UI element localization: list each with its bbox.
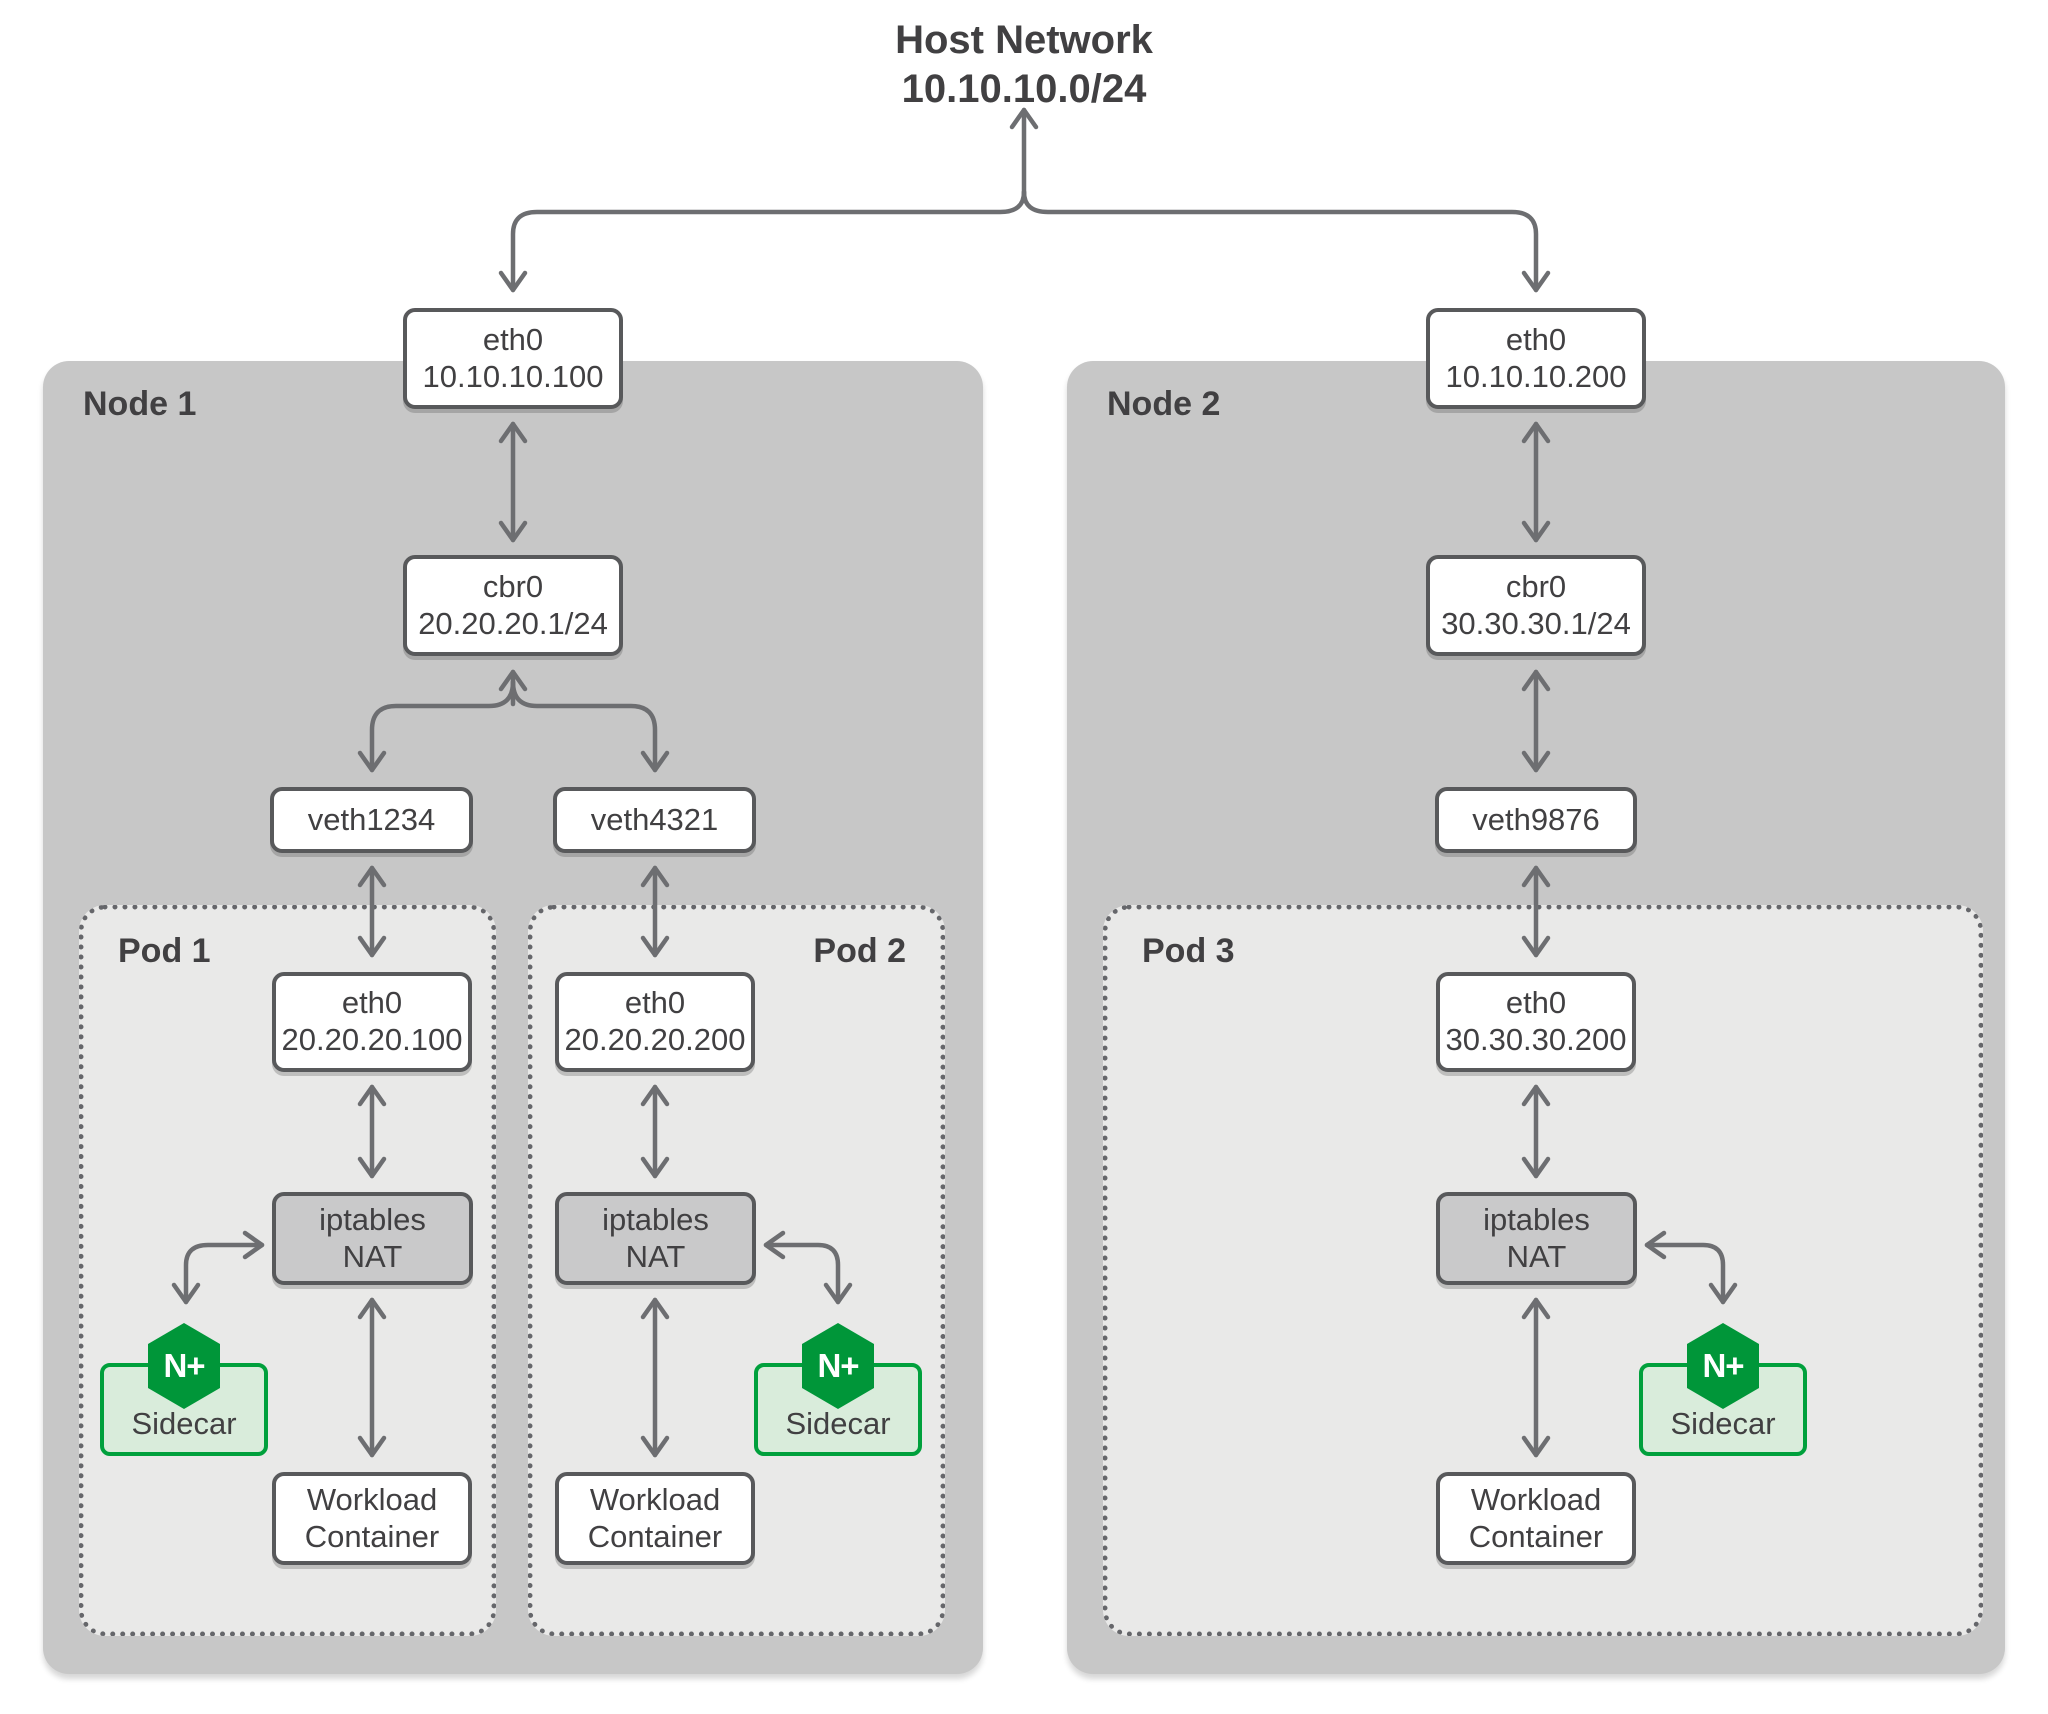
pod2-label: Pod 2 [813, 932, 906, 970]
nginx-plus-icon: N+ [148, 1323, 220, 1409]
nat-line1: iptables [1483, 1201, 1590, 1237]
interface-ip: 10.10.10.200 [1445, 358, 1627, 394]
veth-name: veth9876 [1472, 801, 1600, 837]
interface-name: eth0 [624, 985, 686, 1021]
sidecar-label: Sidecar [1670, 1406, 1776, 1441]
interface-ip: 30.30.30.200 [1445, 1022, 1627, 1057]
node2-label: Node 2 [1107, 385, 1221, 423]
node1-veth4321-box: veth4321 [553, 787, 756, 853]
workload-line2: Container [1468, 1518, 1604, 1554]
node2-eth0-box: eth0 10.10.10.200 [1426, 308, 1646, 409]
pod3-iptables-nat-box: iptables NAT [1436, 1192, 1637, 1285]
pod2-eth0-box: eth0 20.20.20.200 [555, 972, 755, 1072]
host-network-title: Host Network 10.10.10.0/24 [624, 16, 1424, 114]
node1-veth1234-box: veth1234 [270, 787, 473, 853]
interface-name: eth0 [341, 985, 403, 1021]
node1-cbr0-box: cbr0 20.20.20.1/24 [403, 555, 623, 656]
nginx-hexagon [148, 1323, 220, 1409]
connector-host-to-node2-eth0 [1021, 189, 1551, 293]
pod2-iptables-nat-box: iptables NAT [555, 1192, 756, 1285]
bridge-ip: 30.30.30.1/24 [1441, 605, 1631, 641]
nginx-plus-icon: N+ [802, 1323, 874, 1409]
pod1-eth0-box: eth0 20.20.20.100 [272, 972, 472, 1072]
workload-line2: Container [587, 1518, 723, 1554]
interface-name: eth0 [1505, 985, 1567, 1021]
workload-line1: Workload [1470, 1481, 1602, 1517]
node2-cbr0-box: cbr0 30.30.30.1/24 [1426, 555, 1646, 656]
nginx-plus-icon-text: N+ [163, 1347, 205, 1384]
pod1-label: Pod 1 [118, 932, 211, 970]
interface-name: eth0 [482, 321, 544, 357]
sidecar-label: Sidecar [131, 1406, 237, 1441]
nat-line1: iptables [602, 1201, 709, 1237]
nginx-plus-icon-text: N+ [817, 1347, 859, 1384]
host-network-subnet: 10.10.10.0/24 [901, 66, 1147, 111]
interface-ip: 20.20.20.200 [564, 1022, 746, 1057]
node1-eth0-box: eth0 10.10.10.100 [403, 308, 623, 409]
pod3-eth0-box: eth0 30.30.30.200 [1436, 972, 1636, 1072]
interface-ip: 20.20.20.100 [281, 1022, 463, 1057]
host-network-title-line1: Host Network [895, 18, 1153, 62]
pod3-workload-container-box: Workload Container [1436, 1472, 1636, 1565]
nat-line1: iptables [319, 1201, 426, 1237]
nginx-hexagon [802, 1323, 874, 1409]
nat-line2: NAT [625, 1238, 686, 1274]
pod3-label: Pod 3 [1142, 932, 1235, 970]
nat-line2: NAT [342, 1238, 403, 1274]
bridge-name: cbr0 [1505, 568, 1567, 604]
bridge-ip: 20.20.20.1/24 [418, 605, 608, 641]
pod1-workload-container-box: Workload Container [272, 1472, 472, 1565]
connector-host-to-node1-eth0 [498, 189, 1027, 293]
nginx-hexagon [1687, 1323, 1759, 1409]
workload-line1: Workload [589, 1481, 721, 1517]
bridge-name: cbr0 [482, 568, 544, 604]
nat-line2: NAT [1506, 1238, 1567, 1274]
sidecar-label: Sidecar [785, 1406, 891, 1441]
interface-name: eth0 [1505, 321, 1567, 357]
nginx-plus-icon: N+ [1687, 1323, 1759, 1409]
node2-veth9876-box: veth9876 [1435, 787, 1637, 853]
workload-line1: Workload [306, 1481, 438, 1517]
pod2-workload-container-box: Workload Container [555, 1472, 755, 1565]
pod3-sidecar-box: Sidecar [1639, 1363, 1807, 1456]
veth-name: veth1234 [307, 801, 436, 837]
pod1-iptables-nat-box: iptables NAT [272, 1192, 473, 1285]
interface-ip: 10.10.10.100 [422, 358, 604, 394]
veth-name: veth4321 [590, 801, 719, 837]
node1-label: Node 1 [83, 385, 197, 423]
workload-line2: Container [304, 1518, 440, 1554]
nginx-plus-icon-text: N+ [1702, 1347, 1744, 1384]
